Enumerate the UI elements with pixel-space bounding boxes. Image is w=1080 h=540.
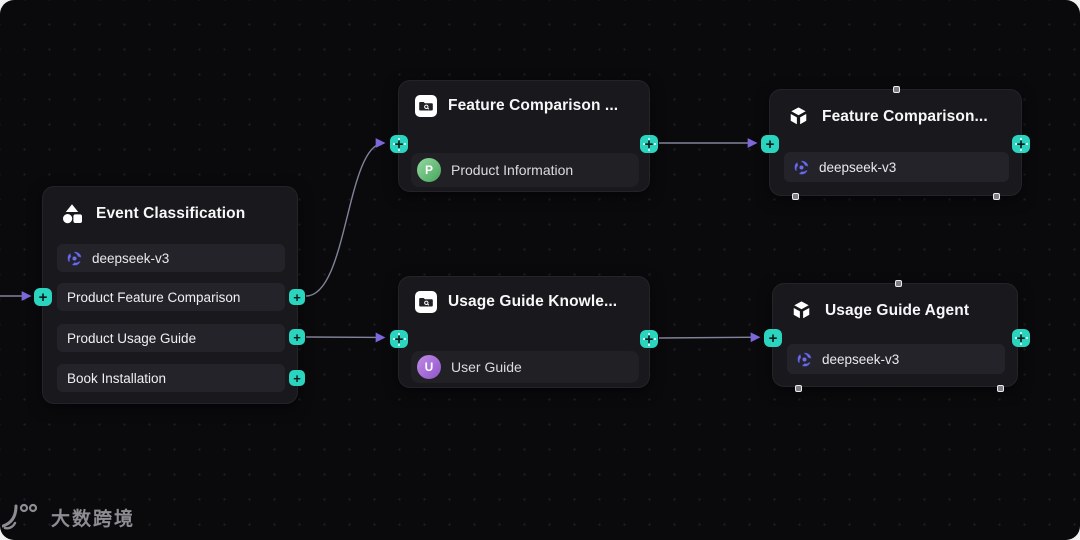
knowledge-retrieval-icon [415, 291, 437, 313]
node-event-classifier[interactable]: Event Classification deepseek-v3 Product… [34, 186, 305, 404]
output-handle-option2-plus-icon[interactable]: + [289, 329, 305, 345]
classifier-icon [59, 201, 85, 227]
node-title: Usage Guide Agent [825, 301, 970, 319]
edge-knowledge-usage-to-agent [658, 332, 761, 343]
brand-name: 大数跨境 [51, 508, 136, 530]
output-handle-option3-plus-icon[interactable]: + [289, 370, 305, 386]
agent-cube-icon [786, 104, 811, 129]
class-option-feature-comparison[interactable]: Product Feature Comparison [57, 283, 285, 311]
knowledge-item-product-information[interactable]: P Product Information [411, 153, 639, 187]
node-title: Feature Comparison ... [448, 97, 619, 114]
input-handle-plus-icon[interactable]: + [764, 329, 782, 347]
deepseek-icon [792, 158, 811, 177]
input-handle-plus-icon[interactable]: + [761, 135, 779, 153]
selection-handle-bottom-right[interactable] [997, 385, 1004, 392]
node-title: Usage Guide Knowle... [448, 293, 618, 310]
selection-handle-bottom-left[interactable] [792, 193, 799, 200]
knowledge-item-user-guide[interactable]: U User Guide [411, 351, 639, 383]
node-agent-feature[interactable]: Feature Comparison... deepseek-v3 + + [761, 86, 1030, 200]
selection-handle-bottom-left[interactable] [795, 385, 802, 392]
node-agent-usage[interactable]: Usage Guide Agent deepseek-v3 + + [764, 280, 1030, 392]
option-label: Book Installation [67, 370, 167, 386]
edge-classifier-to-knowledge-feature [305, 138, 386, 297]
dataset-avatar: P [417, 158, 441, 182]
deepseek-icon [795, 350, 814, 369]
selection-handle-bottom-right[interactable] [993, 193, 1000, 200]
input-handle-plus-icon[interactable]: + [390, 330, 408, 348]
model-selector[interactable]: deepseek-v3 [787, 344, 1005, 374]
model-name: deepseek-v3 [92, 250, 170, 266]
brand-logo-icon [2, 502, 44, 532]
class-option-usage-guide[interactable]: Product Usage Guide [57, 324, 285, 352]
model-selector[interactable]: deepseek-v3 [57, 244, 285, 272]
model-name: deepseek-v3 [819, 159, 897, 175]
node-knowledge-feature[interactable]: Feature Comparison ... P Product Informa… [390, 80, 658, 192]
input-handle-plus-icon[interactable]: + [34, 288, 52, 306]
knowledge-retrieval-icon [415, 95, 437, 117]
agent-cube-icon [789, 298, 814, 323]
output-handle-plus-icon[interactable]: + [1012, 329, 1030, 347]
edge-classifier-to-knowledge-usage [305, 332, 386, 343]
model-selector[interactable]: deepseek-v3 [784, 152, 1009, 182]
dataset-avatar: U [417, 355, 441, 379]
deepseek-icon [65, 249, 84, 268]
output-handle-plus-icon[interactable]: + [640, 330, 658, 348]
output-handle-option1-plus-icon[interactable]: + [289, 289, 305, 305]
option-label: Product Usage Guide [67, 330, 197, 346]
option-label: Product Feature Comparison [67, 289, 241, 305]
dataset-name: Product Information [451, 162, 574, 178]
output-handle-plus-icon[interactable]: + [1012, 135, 1030, 153]
node-title: Feature Comparison... [822, 107, 988, 125]
class-option-book-installation[interactable]: Book Installation [57, 364, 285, 392]
brand-watermark: 大数跨境 [2, 502, 135, 532]
node-knowledge-usage[interactable]: Usage Guide Knowle... U User Guide + + [390, 276, 658, 388]
dataset-name: User Guide [451, 359, 522, 375]
output-handle-plus-icon[interactable]: + [640, 135, 658, 153]
input-handle-plus-icon[interactable]: + [390, 135, 408, 153]
model-name: deepseek-v3 [822, 351, 900, 367]
node-title: Event Classification [96, 205, 246, 222]
selection-handle-top[interactable] [895, 280, 902, 287]
selection-handle-top[interactable] [893, 86, 900, 93]
